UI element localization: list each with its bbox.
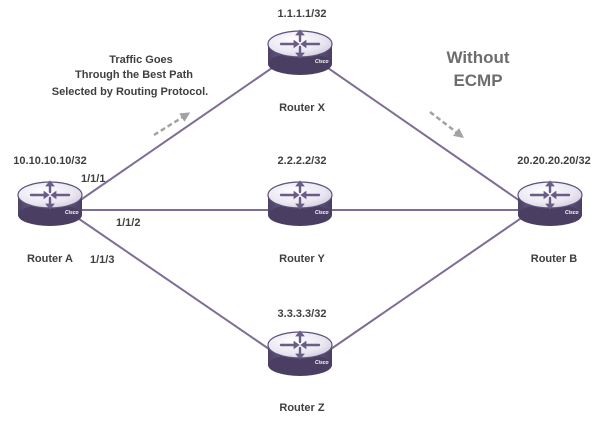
router-brand: Cisco bbox=[565, 210, 579, 216]
router-icon bbox=[516, 179, 584, 228]
router-icon bbox=[16, 179, 84, 228]
mode-title-line-2: ECMP bbox=[453, 71, 502, 90]
link-a-z bbox=[65, 209, 286, 361]
link-z-b bbox=[314, 209, 534, 361]
router-name: Router A bbox=[27, 253, 73, 265]
router-address: 20.20.20.20/32 bbox=[517, 155, 590, 167]
interface-label-1: 1/1/1 bbox=[81, 173, 105, 185]
router-b: Cisco 20.20.20.20/32 Router B bbox=[516, 155, 591, 265]
router-x: Cisco 1.1.1.1/32 Router X bbox=[266, 8, 334, 114]
router-address: 10.10.10.10/32 bbox=[13, 155, 86, 167]
router-z: Cisco 3.3.3.3/32 Router Z bbox=[266, 308, 334, 414]
router-name: Router B bbox=[531, 253, 578, 265]
dashed-arrow-icon bbox=[153, 112, 191, 137]
router-address: 2.2.2.2/32 bbox=[278, 155, 327, 167]
router-name: Router Z bbox=[279, 402, 325, 414]
link-x-b bbox=[314, 58, 534, 211]
router-name: Router Y bbox=[279, 253, 325, 265]
interface-label-2: 1/1/2 bbox=[116, 217, 140, 229]
router-icon bbox=[266, 28, 334, 77]
router-brand: Cisco bbox=[315, 210, 329, 216]
router-brand: Cisco bbox=[65, 210, 79, 216]
router-address: 3.3.3.3/32 bbox=[278, 308, 327, 320]
annotation-line-3: Selected by Routing Protocol. bbox=[52, 86, 208, 98]
mode-title-line-1: Without bbox=[446, 48, 509, 67]
links bbox=[65, 58, 534, 361]
annotation-line-1: Traffic Goes bbox=[109, 54, 173, 66]
router-brand: Cisco bbox=[315, 59, 329, 65]
router-a: Cisco 10.10.10.10/32 Router A bbox=[13, 155, 86, 265]
router-brand: Cisco bbox=[315, 360, 329, 366]
link-a-x bbox=[65, 58, 286, 211]
router-name: Router X bbox=[279, 102, 326, 114]
router-y: Cisco 2.2.2.2/32 Router Y bbox=[266, 155, 334, 265]
annotation-line-2: Through the Best Path bbox=[75, 69, 193, 81]
router-icon bbox=[266, 179, 334, 228]
router-address: 1.1.1.1/32 bbox=[278, 8, 327, 20]
dashed-arrow-icon bbox=[429, 111, 464, 139]
router-icon bbox=[266, 329, 334, 378]
interface-label-3: 1/1/3 bbox=[90, 254, 114, 266]
